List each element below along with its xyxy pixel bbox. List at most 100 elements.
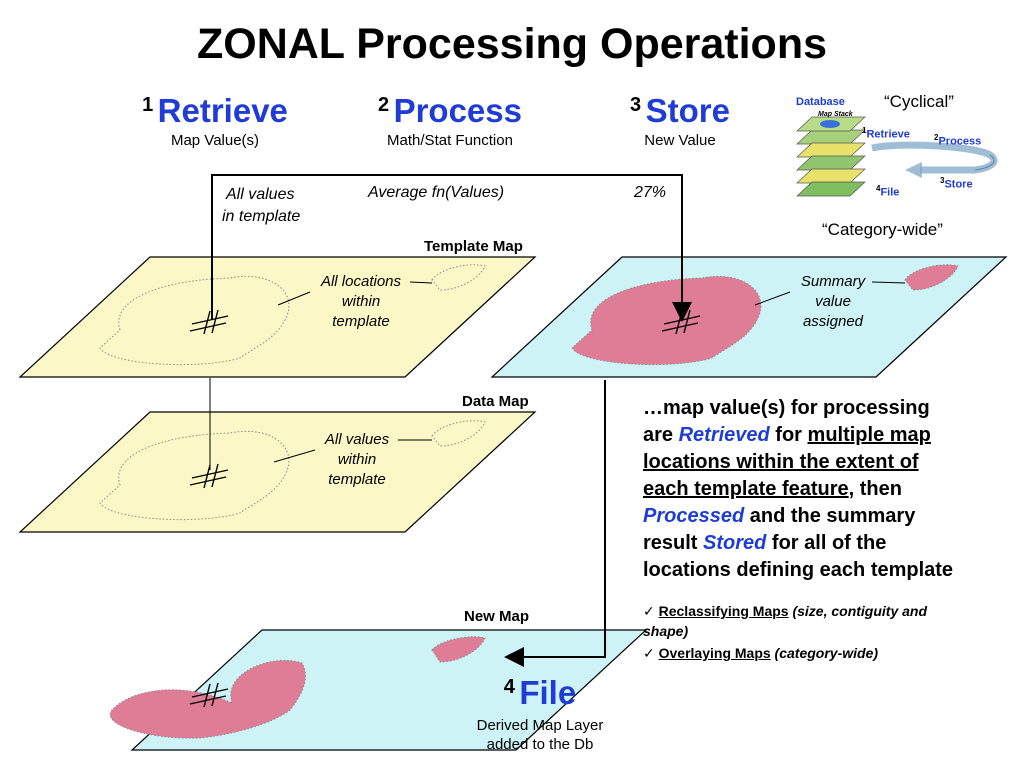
all-values-line2: in template bbox=[222, 208, 301, 225]
file-subtitle: Derived Map Layer added to the Db bbox=[420, 716, 660, 754]
para-line: …map value(s) for processing bbox=[643, 397, 930, 419]
step-name: Retrieve bbox=[157, 92, 288, 129]
step-store: 3 Store New Value bbox=[560, 92, 800, 149]
template-map-text: All locations within template bbox=[306, 272, 416, 332]
data-zone-small bbox=[431, 420, 486, 447]
text-line: within bbox=[341, 293, 381, 310]
step-number: 2 bbox=[377, 94, 390, 116]
cycle-step-text: Process bbox=[938, 135, 982, 148]
data-map-text: All values within template bbox=[307, 430, 407, 490]
cycle-step-process: 2Process bbox=[934, 133, 981, 148]
para-line: Processed and the summary bbox=[643, 503, 1013, 530]
step-name: Process bbox=[393, 92, 522, 129]
para-emphasis: Stored bbox=[703, 532, 767, 554]
para-text: are bbox=[643, 424, 679, 446]
para-text: , then bbox=[848, 478, 902, 500]
leader-summary-small bbox=[871, 281, 906, 284]
leader-data bbox=[273, 449, 316, 463]
flow-arrow bbox=[211, 174, 692, 322]
data-zone-large bbox=[99, 430, 290, 521]
para-text: result bbox=[643, 532, 704, 554]
summary-zone-large bbox=[571, 275, 762, 366]
cycle-step-num: 3 bbox=[940, 176, 945, 185]
all-values-line1: All values bbox=[226, 186, 295, 203]
map-stack-icon bbox=[796, 116, 866, 197]
step-retrieve: 1 Retrieve Map Value(s) bbox=[95, 92, 335, 149]
new-map-label: New Map bbox=[464, 608, 530, 625]
page-title: ZONAL Processing Operations bbox=[196, 20, 827, 68]
grid-mark-data bbox=[189, 463, 229, 489]
para-line: are Retrieved for multiple map bbox=[643, 422, 1013, 449]
step-file: 4 File bbox=[420, 674, 660, 712]
text-line: assigned bbox=[802, 313, 864, 330]
para-text: for all of the bbox=[766, 532, 887, 554]
database-label: Database bbox=[796, 96, 845, 108]
bullet-detail: (category-wide) bbox=[770, 645, 879, 661]
para-underlined: each template feature bbox=[643, 478, 849, 500]
new-zone-large bbox=[109, 659, 306, 739]
bullet-list: ✓ Reclassifying Maps (size, contiguity a… bbox=[643, 600, 1013, 664]
step-number: 3 bbox=[630, 94, 642, 116]
text-line: template bbox=[328, 471, 386, 488]
data-map-label: Data Map bbox=[462, 393, 529, 410]
para-underlined: multiple map bbox=[807, 424, 931, 446]
step-subtitle: Map Value(s) bbox=[170, 132, 260, 149]
all-values-label: All values in template bbox=[222, 184, 332, 228]
text-line: All values bbox=[324, 431, 390, 448]
para-emphasis: Retrieved bbox=[678, 424, 770, 446]
text-line: Summary bbox=[800, 273, 866, 290]
para-line: locations defining each template bbox=[643, 559, 954, 581]
leader-summary bbox=[754, 291, 791, 306]
cycle-step-store: 3Store bbox=[940, 176, 973, 191]
text-line: template bbox=[332, 313, 390, 330]
summary-zone-small bbox=[904, 264, 959, 291]
cycle-step-text: File bbox=[880, 186, 900, 199]
bullet-detail: (size, contiguity and bbox=[788, 603, 928, 619]
text-line: value bbox=[815, 293, 851, 310]
template-zone-large bbox=[99, 275, 290, 366]
cycle-step-file: 4File bbox=[876, 184, 899, 199]
para-line: result Stored for all of the bbox=[643, 530, 1013, 557]
cycle-step-num: 4 bbox=[876, 184, 881, 193]
para-text: and the summary bbox=[744, 505, 916, 527]
template-map bbox=[18, 256, 537, 378]
description-paragraph: …map value(s) for processing are Retriev… bbox=[643, 395, 1013, 584]
para-line: each template feature, then bbox=[643, 476, 1013, 503]
cycle-arrow bbox=[871, 141, 998, 178]
step-number: 1 bbox=[142, 94, 154, 116]
new-zone-small bbox=[431, 636, 486, 663]
cycle-step-retrieve: 1Retrieve bbox=[862, 126, 910, 141]
cycle-step-text: Retrieve bbox=[866, 128, 910, 141]
file-subtitle-line2: added to the Db bbox=[486, 736, 594, 753]
cycle-step-text: Store bbox=[944, 178, 973, 191]
text-line: within bbox=[337, 451, 377, 468]
leader-template bbox=[277, 291, 311, 306]
data-map bbox=[18, 411, 537, 533]
step-name: Store bbox=[645, 92, 730, 129]
map-stack-label: Map Stack bbox=[818, 111, 853, 118]
check-icon: ✓ bbox=[643, 603, 655, 619]
para-text: for bbox=[769, 424, 808, 446]
step-process: 2 Process Math/Stat Function bbox=[330, 92, 570, 149]
cycle-step-num: 2 bbox=[934, 133, 939, 142]
category-wide-label: “Category-wide” bbox=[822, 220, 943, 239]
para-emphasis: Processed bbox=[643, 505, 745, 527]
check-icon: ✓ bbox=[643, 645, 655, 661]
cycle-step-num: 1 bbox=[862, 126, 867, 135]
bullet-title: Overlaying Maps bbox=[658, 645, 771, 661]
file-arrow bbox=[504, 380, 606, 667]
template-zone-small bbox=[431, 264, 486, 291]
grid-mark-template bbox=[189, 309, 229, 335]
step-subtitle: Math/Stat Function bbox=[387, 132, 513, 149]
leader-template-small bbox=[409, 281, 433, 284]
bullet-continuation: shape) bbox=[643, 623, 689, 639]
bullet-item: ✓ Overlaying Maps (category-wide) bbox=[643, 642, 1013, 664]
summary-map-text: Summary value assigned bbox=[783, 272, 883, 332]
step-subtitle: New Value bbox=[644, 132, 716, 149]
step-number: 4 bbox=[503, 676, 515, 698]
average-function-label: Average fn(Values) bbox=[368, 184, 505, 201]
result-value: 27% bbox=[634, 184, 667, 201]
grid-mark-new bbox=[189, 682, 229, 708]
bullet-title: Reclassifying Maps bbox=[658, 603, 789, 619]
